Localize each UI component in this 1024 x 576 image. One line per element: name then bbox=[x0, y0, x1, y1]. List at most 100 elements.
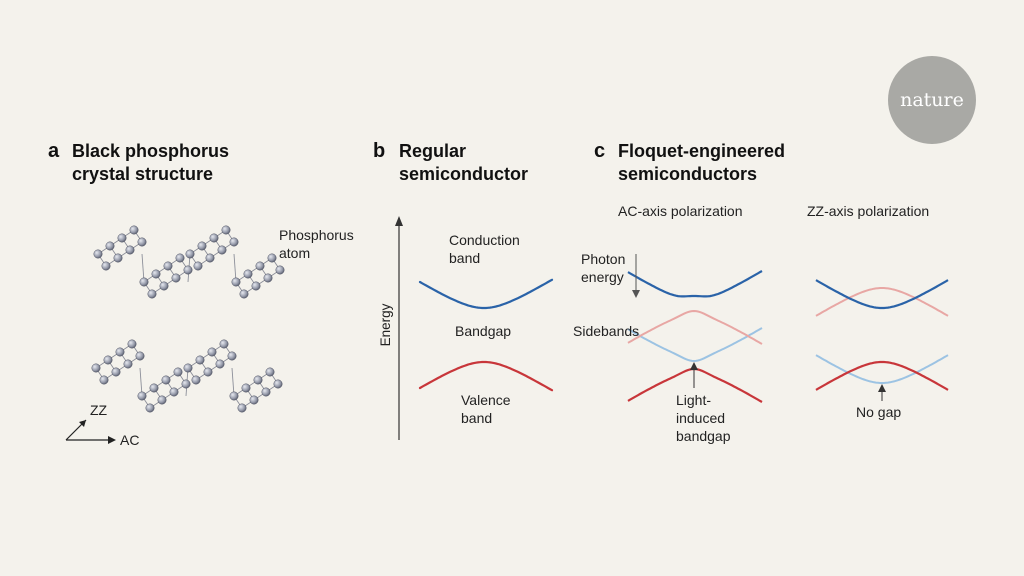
light-gap-label-line2: induced bbox=[676, 410, 725, 426]
phosphorus-atom bbox=[197, 241, 207, 251]
logo-circle bbox=[888, 56, 976, 144]
phosphorus-atom bbox=[195, 355, 205, 365]
zz-polarization-bands bbox=[815, 279, 949, 391]
zz-conduction-curve bbox=[815, 279, 949, 310]
crystal-axes: ZZ AC bbox=[65, 402, 139, 448]
phosphorus-atom bbox=[251, 281, 261, 291]
phosphorus-atom bbox=[99, 375, 109, 385]
phosphorus-atom bbox=[123, 359, 133, 369]
phosphorus-atom bbox=[229, 391, 239, 401]
phosphorus-atom bbox=[169, 387, 179, 397]
phosphorus-atom bbox=[149, 383, 159, 393]
phosphorus-atom bbox=[111, 367, 121, 377]
phosphorus-atom bbox=[221, 225, 231, 235]
phosphorus-atom bbox=[157, 395, 167, 405]
energy-axis-arrowhead bbox=[395, 216, 403, 226]
ac-arrow-head bbox=[108, 436, 116, 444]
valence-label-line1: Valence bbox=[461, 392, 511, 408]
phosphorus-atom bbox=[263, 273, 273, 283]
phosphorus-atom bbox=[151, 269, 161, 279]
phosphorus-atom bbox=[137, 237, 147, 247]
phosphorus-atom bbox=[91, 363, 101, 373]
conduction-label-line2: band bbox=[449, 250, 480, 266]
conduction-label-line1: Conduction bbox=[449, 232, 520, 248]
panel-a-letter: a bbox=[48, 140, 60, 162]
phosphorus-atom bbox=[243, 269, 253, 279]
phosphorus-atom bbox=[255, 261, 265, 271]
phosphorus-atom bbox=[209, 233, 219, 243]
phosphorus-atom bbox=[93, 249, 103, 259]
panel-b-letter: b bbox=[373, 140, 385, 162]
phosphorus-atom bbox=[163, 261, 173, 271]
panel-b-title-line2: semiconductor bbox=[399, 164, 528, 184]
phosphorus-atom bbox=[173, 367, 183, 377]
phosphorus-atom bbox=[227, 351, 237, 361]
panel-a-title-line1: Black phosphorus bbox=[72, 141, 229, 161]
phosphorus-atom bbox=[171, 273, 181, 283]
phosphorus-atom bbox=[117, 233, 127, 243]
zz-sideband-blue-curve bbox=[815, 354, 949, 384]
energy-axis: Energy bbox=[378, 216, 403, 440]
ac-sideband-blue-curve bbox=[627, 327, 763, 363]
phosphorus-atom bbox=[191, 375, 201, 385]
phosphorus-atom bbox=[217, 245, 227, 255]
phosphorus-atom bbox=[205, 253, 215, 263]
atomic-bond bbox=[139, 367, 143, 397]
phosphorus-atom bbox=[127, 339, 137, 349]
panel-c-title-line1: Floquet-engineered bbox=[618, 141, 785, 161]
phosphorus-atom bbox=[229, 237, 239, 247]
phosphorus-atom bbox=[183, 363, 193, 373]
phosphorus-label-line1: Phosphorus bbox=[279, 227, 354, 243]
sidebands-label: Sidebands bbox=[573, 323, 639, 339]
atomic-bond bbox=[231, 367, 235, 397]
energy-axis-label: Energy bbox=[378, 303, 393, 346]
panel-c-letter: c bbox=[594, 140, 605, 162]
phosphorus-atom bbox=[103, 355, 113, 365]
phosphorus-atom bbox=[145, 403, 155, 413]
valence-label-line2: band bbox=[461, 410, 492, 426]
bandgap-label: Bandgap bbox=[455, 323, 511, 339]
phosphorus-atom bbox=[231, 277, 241, 287]
subtitle-ac-polarization: AC-axis polarization bbox=[618, 203, 743, 219]
axis-ac-label: AC bbox=[120, 432, 139, 448]
logo-text: nature bbox=[900, 89, 964, 111]
atomic-bond bbox=[141, 253, 145, 283]
phosphorus-atom bbox=[193, 261, 203, 271]
phosphorus-atom bbox=[275, 265, 285, 275]
zz-valence-curve bbox=[815, 360, 949, 391]
phosphorus-atom bbox=[219, 339, 229, 349]
zz-arrow-head bbox=[79, 420, 86, 427]
phosphorus-atom bbox=[261, 387, 271, 397]
phosphorus-atom bbox=[265, 367, 275, 377]
phosphorus-atom bbox=[241, 383, 251, 393]
phosphorus-atom bbox=[115, 347, 125, 357]
phosphorus-atom bbox=[147, 289, 157, 299]
photon-energy-arrowhead bbox=[632, 290, 640, 298]
phosphorus-atom bbox=[181, 379, 191, 389]
phosphorus-atom bbox=[113, 253, 123, 263]
phosphorus-atom bbox=[249, 395, 259, 405]
ac-sideband-red-curve bbox=[627, 309, 763, 345]
no-gap-arrowhead bbox=[878, 384, 886, 392]
light-gap-label-line1: Light- bbox=[676, 392, 711, 408]
phosphorus-atom bbox=[175, 253, 185, 263]
panel-c-title-line2: semiconductors bbox=[618, 164, 757, 184]
phosphorus-atom bbox=[253, 375, 263, 385]
phosphorus-atom bbox=[215, 359, 225, 369]
phosphorus-atom bbox=[101, 261, 111, 271]
valence-band-curve bbox=[418, 360, 554, 392]
phosphorus-atom bbox=[139, 277, 149, 287]
phosphorus-atom bbox=[135, 351, 145, 361]
phosphorus-atom bbox=[161, 375, 171, 385]
atomic-bond bbox=[233, 253, 237, 283]
photon-label-line1: Photon bbox=[581, 251, 625, 267]
conduction-band-curve bbox=[418, 278, 554, 310]
phosphorus-atom bbox=[105, 241, 115, 251]
light-gap-label-line3: bandgap bbox=[676, 428, 731, 444]
light-gap-arrowhead bbox=[690, 362, 698, 370]
phosphorus-atom bbox=[185, 249, 195, 259]
phosphorus-label-line2: atom bbox=[279, 245, 310, 261]
phosphorus-atom bbox=[137, 391, 147, 401]
nature-logo: nature bbox=[888, 56, 976, 144]
crystal-structure bbox=[91, 225, 285, 413]
